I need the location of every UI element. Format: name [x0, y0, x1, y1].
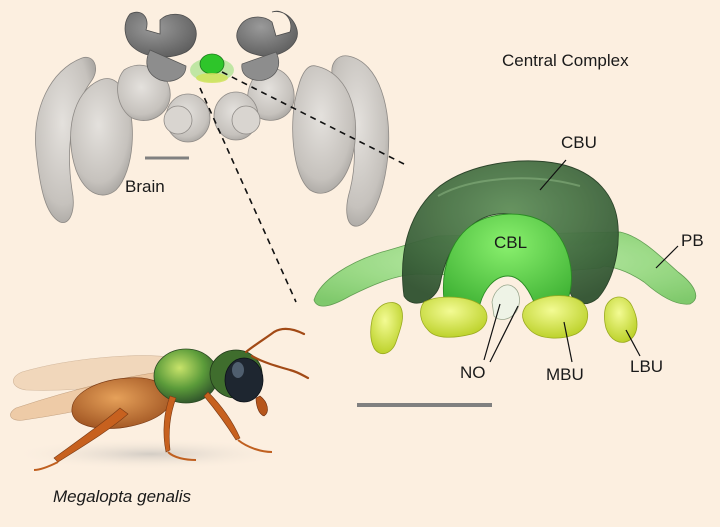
bee-front-leg-foot — [237, 439, 273, 453]
left-lateral-bulb — [370, 302, 403, 355]
bee-antenna-lower — [250, 354, 310, 380]
bee-middle-leg-foot — [167, 451, 197, 461]
left-subesophageal-lobe — [163, 105, 193, 135]
bee-middle-leg — [163, 395, 177, 453]
brain-label: Brain — [125, 177, 165, 196]
brain-central-complex-lower — [196, 73, 228, 83]
left-medial-bulb — [420, 296, 488, 338]
pb-pointer — [655, 245, 679, 269]
cbl-label: CBL — [494, 233, 528, 252]
bee-front-leg — [203, 391, 241, 441]
left-mushroom-body — [124, 11, 197, 58]
bee-eye-highlight — [232, 362, 244, 378]
right-mushroom-body — [236, 10, 298, 57]
bee-hind-leg — [53, 407, 129, 463]
species-label: Megalopta genalis — [53, 487, 191, 506]
lbu-label: LBU — [630, 357, 664, 376]
right-optic-lobe-inner — [292, 65, 357, 194]
right-medial-bulb — [522, 295, 589, 339]
bee-compound-eye — [224, 357, 264, 403]
leader-line-top — [221, 71, 405, 165]
bee-mandible — [255, 395, 268, 417]
mbu-label: MBU — [546, 365, 584, 384]
no-pointer-right — [489, 305, 519, 363]
brain-central-complex-core — [199, 53, 225, 75]
no-label: NO — [460, 363, 486, 382]
right-lateral-bulb — [604, 296, 638, 343]
mbu-pointer — [563, 321, 573, 363]
left-central-lobe — [117, 64, 171, 121]
left-mushroom-stalk — [146, 49, 187, 82]
right-subesophageal-lobe — [231, 105, 261, 135]
pb-label: PB — [681, 231, 704, 250]
noduli — [491, 284, 520, 320]
central-complex-model — [313, 160, 697, 355]
cbu-label: CBU — [561, 133, 597, 152]
upper-central-body-sheen — [437, 177, 581, 197]
bee-antenna-upper — [244, 327, 306, 354]
brain-model — [35, 10, 390, 227]
central-complex-title: Central Complex — [502, 51, 629, 70]
bee-hind-leg-tarsus — [33, 461, 59, 471]
lbu-pointer — [625, 329, 641, 357]
no-pointer-left — [483, 303, 501, 361]
cbu-pointer — [539, 159, 567, 191]
bee-illustration — [10, 327, 310, 471]
right-mushroom-stalk — [241, 51, 279, 81]
